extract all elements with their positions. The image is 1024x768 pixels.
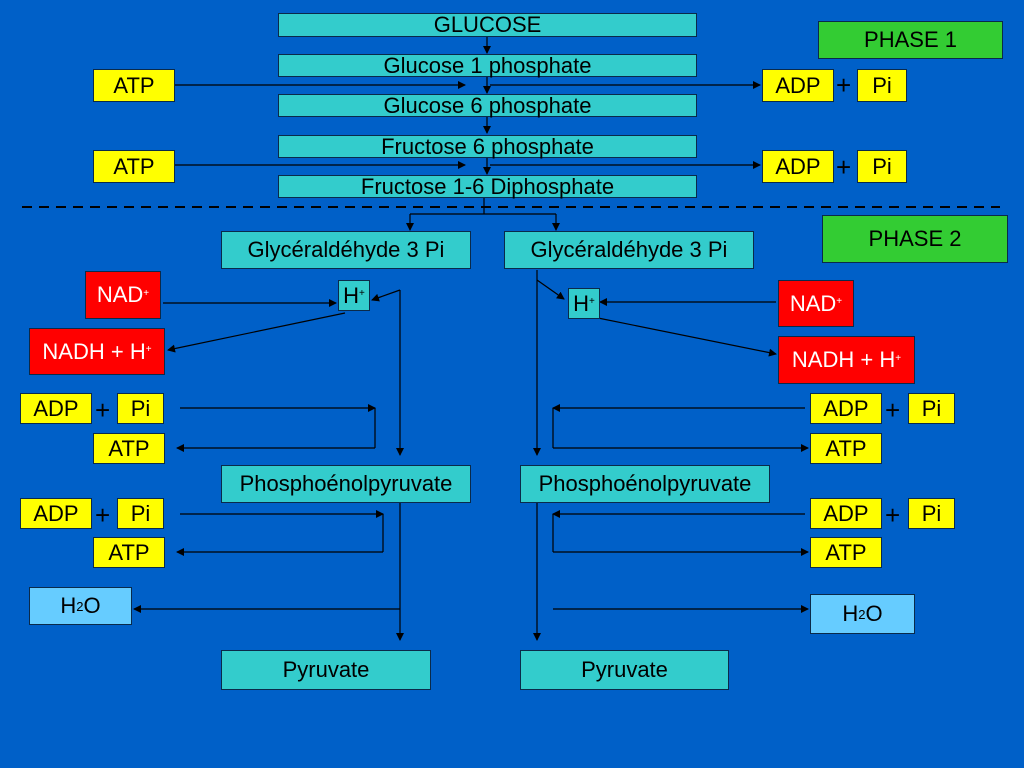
nadh-left: NADH + H+ (29, 328, 165, 375)
adp-box: ADP (810, 498, 882, 529)
glucose-6-phosphate-box: Glucose 6 phosphate (278, 93, 697, 118)
phosphoenolpyruvate-left: Phosphoénolpyruvate (221, 465, 471, 503)
plus-sign: + (885, 395, 901, 425)
atp-box: ATP (810, 433, 882, 464)
atp-box: ATP (93, 537, 165, 568)
adp-box: ADP (762, 69, 834, 102)
fructose-1-6-diphosphate-box: Fructose 1-6 Diphosphate (278, 174, 697, 199)
nadh-right: NADH + H+ (778, 336, 915, 384)
pi-box: Pi (857, 69, 907, 102)
pi-box: Pi (117, 393, 164, 424)
fructose-6-phosphate-box: Fructose 6 phosphate (278, 134, 697, 159)
nad-right: NAD+ (778, 280, 854, 327)
pi-box: Pi (908, 393, 955, 424)
h-plus-left: H+ (338, 280, 370, 311)
atp-box: ATP (93, 433, 165, 464)
plus-sign: + (836, 152, 852, 182)
glyceraldehyde-3p-left: Glycéraldéhyde 3 Pi (221, 231, 471, 269)
adp-box: ADP (762, 150, 834, 183)
glyceraldehyde-3p-right: Glycéraldéhyde 3 Pi (504, 231, 754, 269)
atp-box: ATP (93, 69, 175, 102)
glucose-1-phosphate-box: Glucose 1 phosphate (278, 53, 697, 78)
adp-box: ADP (20, 393, 92, 424)
plus-sign: + (836, 70, 852, 100)
plus-sign: + (885, 500, 901, 530)
phosphoenolpyruvate-right: Phosphoénolpyruvate (520, 465, 770, 503)
nad-left: NAD+ (85, 271, 161, 319)
plus-sign: + (95, 500, 111, 530)
glucose-box: GLUCOSE (278, 12, 697, 37)
h-plus-right: H+ (568, 288, 600, 319)
atp-box: ATP (93, 150, 175, 183)
adp-box: ADP (20, 498, 92, 529)
plus-sign: + (95, 395, 111, 425)
phase1-label: PHASE 1 (818, 21, 1003, 59)
adp-box: ADP (810, 393, 882, 424)
pi-box: Pi (908, 498, 955, 529)
phase2-label: PHASE 2 (822, 215, 1008, 263)
pyruvate-left: Pyruvate (221, 650, 431, 690)
atp-box: ATP (810, 537, 882, 568)
pi-box: Pi (117, 498, 164, 529)
pyruvate-right: Pyruvate (520, 650, 729, 690)
pi-box: Pi (857, 150, 907, 183)
